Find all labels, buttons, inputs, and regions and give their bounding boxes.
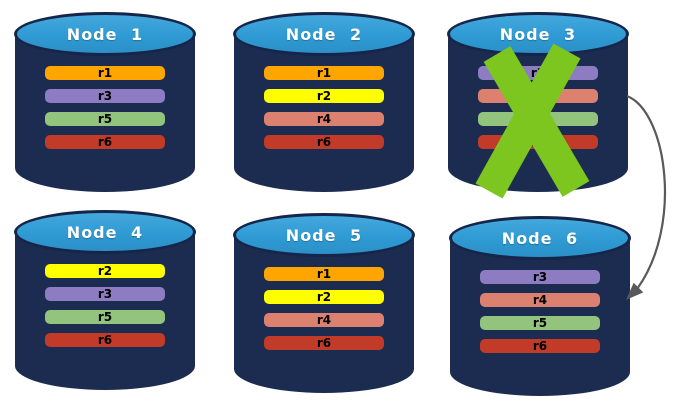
node-6-cylinder: Node 6 r3 r4 r5 r6	[449, 216, 631, 396]
node-2-cylinder: Node 2 r1 r2 r4 r6	[233, 12, 415, 192]
node-4-cylinder-top: Node 4	[14, 210, 196, 254]
replica-bar-r2: r2	[264, 290, 384, 304]
replica-bar-r3: r3	[478, 66, 598, 80]
replica-bar-r1: r1	[264, 267, 384, 281]
node-4-replica-list: r2 r3 r5 r6	[45, 264, 165, 347]
node-1-title: Node 1	[66, 24, 144, 44]
node-4-title: Node 4	[66, 222, 144, 242]
node-3-replica-list: r3 r4 r5 r6	[478, 66, 598, 149]
failover-arrow	[626, 94, 667, 300]
replica-bar-r4: r4	[264, 112, 384, 126]
replica-bar-r4: r4	[480, 293, 600, 307]
node-1-cylinder: Node 1 r1 r3 r5 r6	[14, 12, 196, 192]
replica-bar-r6: r6	[45, 333, 165, 347]
node-6-cylinder-top: Node 6	[449, 216, 631, 260]
replica-bar-r1: r1	[45, 66, 165, 80]
replica-bar-r5: r5	[480, 316, 600, 330]
node-5-title: Node 5	[285, 225, 363, 245]
replica-bar-r2: r2	[45, 264, 165, 278]
node-2-replica-list: r1 r2 r4 r6	[264, 66, 384, 149]
node-3-cylinder-top: Node 3	[447, 12, 629, 56]
node-3-title: Node 3	[499, 24, 577, 44]
replica-bar-r3: r3	[45, 287, 165, 301]
replica-bar-r1: r1	[264, 66, 384, 80]
node-2-title: Node 2	[285, 24, 363, 44]
replica-bar-r3: r3	[45, 89, 165, 103]
replica-bar-r3: r3	[480, 270, 600, 284]
replica-bar-r6: r6	[478, 135, 598, 149]
node-5-cylinder: Node 5 r1 r2 r4 r6	[233, 213, 415, 393]
node-6-title: Node 6	[501, 228, 579, 248]
replica-bar-r4: r4	[264, 313, 384, 327]
replica-bar-r5: r5	[478, 112, 598, 126]
replica-bar-r5: r5	[45, 310, 165, 324]
node-1-replica-list: r1 r3 r5 r6	[45, 66, 165, 149]
node-2-cylinder-top: Node 2	[233, 12, 415, 56]
node-6-replica-list: r3 r4 r5 r6	[480, 270, 600, 353]
node-5-replica-list: r1 r2 r4 r6	[264, 267, 384, 350]
replica-bar-r6: r6	[264, 336, 384, 350]
replica-bar-r6: r6	[264, 135, 384, 149]
node-3-cylinder: Node 3 r3 r4 r5 r6	[447, 12, 629, 192]
node-1-cylinder-top: Node 1	[14, 12, 196, 56]
node-5-cylinder-top: Node 5	[233, 213, 415, 257]
replica-bar-r4: r4	[478, 89, 598, 103]
replica-bar-r2: r2	[264, 89, 384, 103]
replica-bar-r6: r6	[480, 339, 600, 353]
replica-bar-r5: r5	[45, 112, 165, 126]
node-4-cylinder: Node 4 r2 r3 r5 r6	[14, 210, 196, 390]
replica-bar-r6: r6	[45, 135, 165, 149]
